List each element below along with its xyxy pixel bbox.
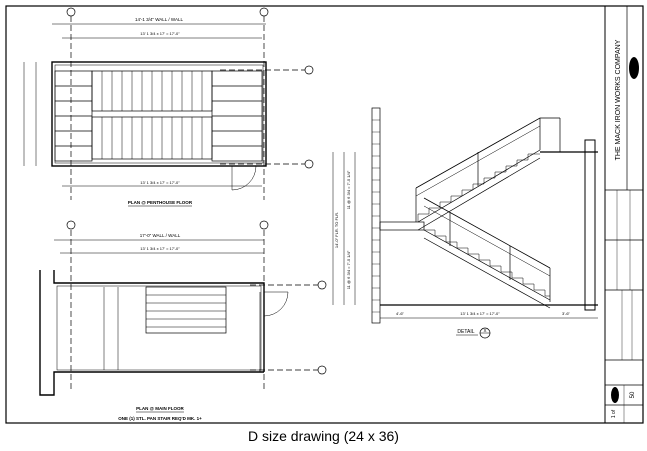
elev-dim-bottom-b: 4'-6" [396, 311, 405, 316]
upper-dim-top: 14'-1 3/4" WALL / WALL [135, 17, 183, 22]
sheet-number: 50 [630, 391, 636, 398]
lower-plan-note: ONE (1) STL. PAN STAIR REQ'D MK. 1+ [118, 416, 202, 421]
drawing-caption: D size drawing (24 x 36) [248, 428, 399, 444]
sheet-of: 1 of [611, 409, 617, 418]
elev-dim-bottom-c: 3'-6" [562, 311, 571, 316]
elev-dim-bottom-a: 13' 1 3/4 x 17' = 17'-0" [460, 311, 500, 316]
sheet-border [5, 5, 644, 424]
detail-label: DETAIL [457, 329, 474, 335]
upper-plan [23, 16, 305, 200]
grid-bubbles-lower [66, 220, 327, 375]
lower-plan [39, 230, 318, 396]
upper-dim-mid: 13' 1 3/4 x 17' = 17'-0" [140, 31, 180, 36]
title-block [604, 5, 644, 424]
elev-dim-riser-bottom: 11 @ 6 3/4 = 7'-5 1/4" [346, 250, 351, 289]
lower-dim-wall: 17'-0" WALL / WALL [140, 233, 181, 238]
lower-plan-title: PLAN @ MAIN FLOOR [136, 406, 184, 411]
upper-plan-title: PLAN @ PENTHOUSE FLOOR [128, 200, 193, 205]
company-logo-small [611, 387, 619, 403]
company-name: THE MACK IRON WORKS COMPANY [615, 39, 622, 160]
grid-bubbles-upper [66, 7, 314, 169]
elev-dim-vertical: 14'-0" FLR. TO FLR. [334, 212, 339, 248]
lower-dim-mid: 13' 1 3/4 x 17' = 17'-0" [140, 246, 180, 251]
elev-dim-riser-top: 11 @ 6 3/4 = 7'-5 1/4" [346, 170, 351, 209]
stair-elevation [332, 107, 598, 324]
detail-bubble-text: X [483, 328, 486, 333]
company-logo [629, 57, 639, 79]
upper-dim-bottom: 13' 1 3/4 x 17' = 17'-0" [140, 180, 180, 185]
